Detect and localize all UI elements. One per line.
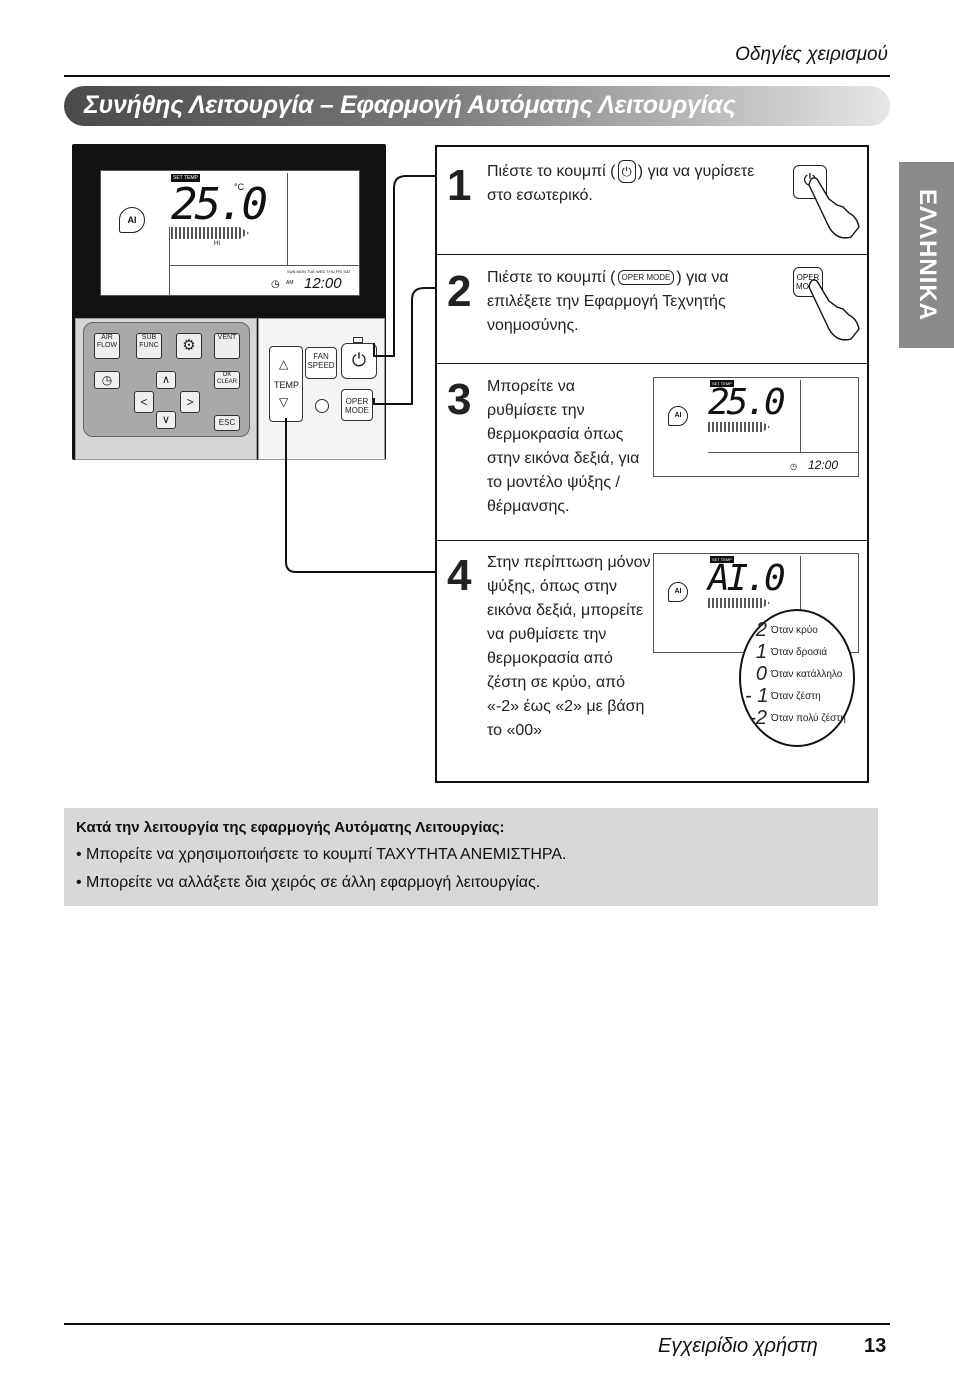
note-title: Κατά την λειτουργία της εφαρμογής Αυτόμα…	[76, 819, 505, 836]
step-3-lcd: SET TEMP AI 25.0 ◷ 12:00	[653, 377, 859, 477]
note-box: Κατά την λειτουργία της εφαρμογής Αυτόμα…	[64, 808, 878, 906]
step-4-text: Στην περίπτωση μόνον ψύξης, όπως στην ει…	[487, 554, 651, 739]
up-button[interactable]: ∧	[156, 371, 176, 389]
lcd-temp: 25.0	[171, 179, 268, 230]
set-temp-label: SET TEMP	[171, 174, 200, 182]
page-number: 13	[864, 1335, 887, 1357]
hand-icon	[808, 177, 860, 239]
temp-rocker	[269, 346, 303, 422]
ai-icon: AI	[668, 582, 688, 602]
note-item: • Μπορείτε να χρησιμοποιήσετε το κουμπί …	[76, 846, 567, 863]
fan-bar	[708, 422, 770, 432]
power-icon: ⏻	[351, 350, 367, 370]
temp-up-icon[interactable]: △	[279, 357, 289, 371]
step-1-post: ) για να γυρίσετε στο εσωτερικό.	[487, 163, 755, 204]
right-key-panel: △ TEMP ▽ FAN SPEED ⏻ OPER MODE	[258, 318, 385, 460]
step-4-number: 4	[447, 551, 472, 600]
set-temp-label: SET TEMP	[710, 556, 734, 563]
connector-lines	[285, 175, 437, 573]
oper-mode-button[interactable]: OPER MODE	[341, 389, 373, 421]
hand-icon	[808, 279, 860, 341]
step-2-number: 2	[447, 267, 472, 316]
lcd-days: SUN MON TUE WED THU FRI SAT	[287, 269, 351, 274]
lcd-time: 12:00	[304, 275, 342, 292]
title-bar	[64, 86, 890, 126]
lcd-fan: HI	[214, 241, 220, 247]
header-section: Οδηγίες χειρισμού	[735, 44, 888, 65]
left-button[interactable]: <	[134, 391, 154, 413]
lcd-am: AM	[286, 280, 294, 286]
vent-button[interactable]: VENT	[214, 333, 240, 359]
chevron-right-icon: >	[186, 395, 194, 409]
step-2-pre: Πιέστε το κουμπί (	[487, 269, 616, 286]
ai-icon: AI	[119, 207, 145, 233]
note-item: • Μπορείτε να αλλάξετε δια χειρός σε άλλ…	[76, 874, 541, 891]
settings-button[interactable]: ⚙	[176, 333, 202, 359]
fan-bar	[708, 598, 770, 608]
step-1-pre: Πιέστε το κουμπί (	[487, 163, 616, 180]
step-4-temp: AI.0	[708, 558, 786, 599]
chevron-left-icon: <	[140, 395, 148, 409]
ok-clear-button[interactable]: OK CLEAR	[214, 371, 240, 389]
fan-speed-button[interactable]: FAN SPEED	[305, 347, 337, 379]
hand-press-oper-mode: OPER MODE	[793, 267, 823, 297]
temp-down-icon[interactable]: ▽	[279, 395, 289, 409]
remote-lcd: SET TEMP AI 25.0 °C HI SUN MON TUE WED T…	[100, 170, 360, 296]
step-3-time: 12:00	[808, 458, 839, 472]
set-temp-label: SET TEMP	[710, 380, 734, 387]
clock-icon: ◷	[101, 373, 113, 387]
sub-func-button[interactable]: SUB FUNC	[136, 333, 162, 359]
power-led	[353, 337, 363, 343]
footer-rule	[64, 1323, 890, 1325]
page-title: Συνήθης Λειτουργία – Εφαρμογή Αυτόματης …	[84, 91, 736, 119]
step-1-text: Πιέστε το κουμπί (⏻) για να γυρίσετε στο…	[487, 160, 782, 208]
power-icon: ⏻	[617, 160, 636, 184]
clock-icon: ◷	[271, 279, 280, 290]
keypad-inner: AIR FLOW SUB FUNC ⚙ VENT ◷ ∧ < > ∨ OK CL…	[83, 322, 250, 437]
right-button[interactable]: >	[180, 391, 200, 413]
step-3-number: 3	[447, 375, 472, 424]
language-tab: ΕΛΛΗΝΙΚΑ	[899, 162, 954, 348]
clock-icon: ◷	[790, 462, 797, 471]
ai-icon: AI	[668, 406, 688, 426]
chevron-down-icon: ∨	[161, 414, 171, 426]
step-2-post: ) για να επιλέξετε την Εφαρμογή Τεχνητής…	[487, 269, 729, 334]
fan-bar	[171, 227, 249, 239]
step-3-temp: 25.0	[708, 382, 786, 423]
steps-panel: 1 Πιέστε το κουμπί (⏻) για να γυρίσετε σ…	[435, 145, 869, 783]
step-2-text: Πιέστε το κουμπί (OPER MODE) για να επιλ…	[487, 266, 782, 338]
down-button[interactable]: ∨	[156, 411, 176, 429]
chevron-up-icon: ∧	[161, 374, 171, 386]
timer-button[interactable]: ◷	[94, 371, 120, 389]
lcd-unit: °C	[234, 182, 245, 192]
step-1-number: 1	[447, 161, 472, 210]
reset-hole	[315, 399, 329, 413]
step-3-text: Μπορείτε να ρυθμίσετε την θερμοκρασία όπ…	[487, 378, 640, 515]
gear-icon: ⚙	[182, 337, 196, 354]
temp-label: TEMP	[274, 380, 300, 390]
oper-mode-inline-button: OPER MODE	[617, 270, 675, 286]
esc-button[interactable]: ESC	[214, 415, 240, 431]
header-rule	[64, 75, 890, 77]
footer-text: Εγχειρίδιο χρήστη	[658, 1335, 818, 1357]
air-flow-button[interactable]: AIR FLOW	[94, 333, 120, 359]
power-button[interactable]: ⏻	[341, 343, 377, 379]
